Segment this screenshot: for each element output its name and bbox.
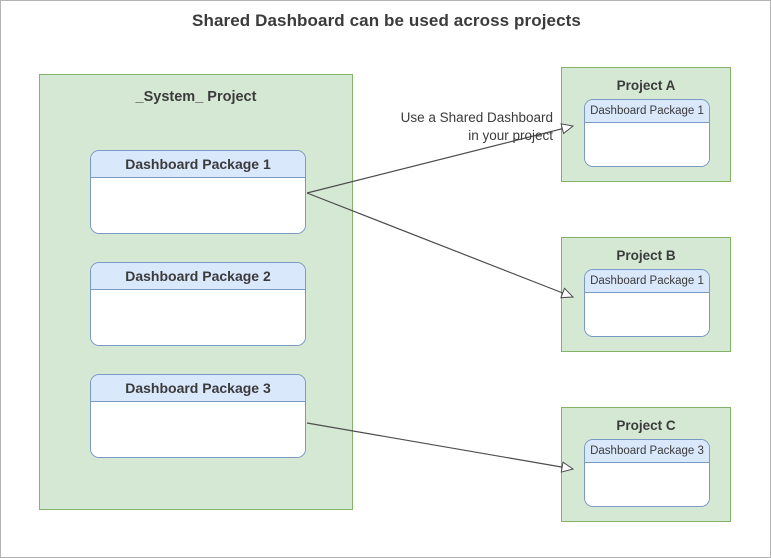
project-b-title: Project B: [616, 248, 676, 263]
dashboard-package-1-body: [91, 178, 305, 233]
system-project-container[interactable]: _System_ Project Dashboard Package 1 Das…: [39, 74, 353, 510]
project-c-package-title: Dashboard Package 3: [585, 440, 709, 463]
project-b-package-title: Dashboard Package 1: [585, 270, 709, 293]
project-c-title: Project C: [616, 418, 676, 433]
project-a-title: Project A: [616, 78, 676, 93]
project-b-package-node[interactable]: Dashboard Package 1: [584, 269, 710, 337]
system-project-title: _System_ Project: [135, 89, 257, 105]
dashboard-package-3-body: [91, 402, 305, 457]
dashboard-package-2-body: [91, 290, 305, 345]
dashboard-package-2-node[interactable]: Dashboard Package 2: [90, 262, 306, 346]
edge-label: Use a Shared Dashboard in your project: [363, 109, 553, 145]
project-c-package-node[interactable]: Dashboard Package 3: [584, 439, 710, 507]
project-a-container[interactable]: Project A Dashboard Package 1: [561, 67, 731, 182]
dashboard-package-2-title: Dashboard Package 2: [91, 263, 305, 290]
project-c-container[interactable]: Project C Dashboard Package 3: [561, 407, 731, 522]
project-a-package-title: Dashboard Package 1: [585, 100, 709, 123]
dashboard-package-1-node[interactable]: Dashboard Package 1: [90, 150, 306, 234]
project-b-package-body: [585, 293, 709, 336]
project-a-package-node[interactable]: Dashboard Package 1: [584, 99, 710, 167]
diagram-title: Shared Dashboard can be used across proj…: [192, 11, 581, 30]
edge-label-line-2: in your project: [468, 128, 553, 143]
dashboard-package-3-title: Dashboard Package 3: [91, 375, 305, 402]
edge-label-line-1: Use a Shared Dashboard: [400, 110, 553, 125]
dashboard-package-3-node[interactable]: Dashboard Package 3: [90, 374, 306, 458]
project-c-package-body: [585, 463, 709, 506]
project-b-container[interactable]: Project B Dashboard Package 1: [561, 237, 731, 352]
project-a-package-body: [585, 123, 709, 166]
dashboard-package-1-title: Dashboard Package 1: [91, 151, 305, 178]
